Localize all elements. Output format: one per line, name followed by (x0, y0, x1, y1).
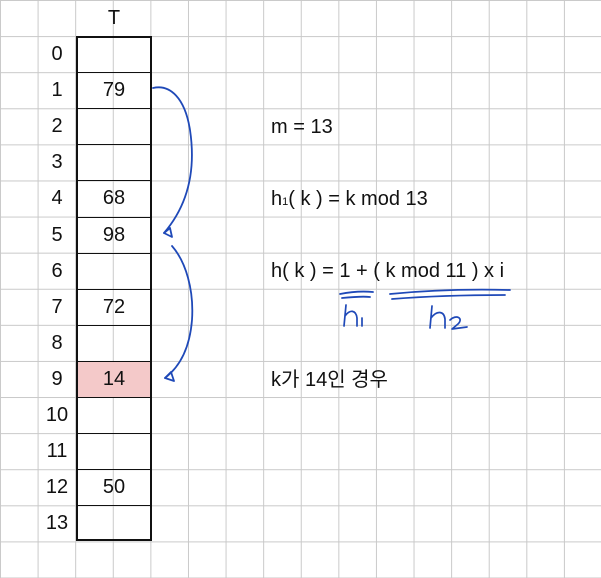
h1-rest: ( k ) = k mod 13 (288, 188, 428, 210)
h2-underline (389, 288, 511, 295)
slot-index: 5 (51, 223, 63, 246)
slot-index: 7 (51, 295, 63, 318)
slot-index: 6 (51, 259, 63, 282)
slot-index: 2 (51, 115, 63, 138)
slot-index: 0 (51, 43, 63, 65)
slot-value: 50 (102, 476, 126, 499)
slot-index: 13 (45, 512, 69, 535)
slot-value: 98 (102, 223, 126, 246)
slot-index: 9 (51, 367, 63, 390)
table-header: T (107, 7, 121, 29)
slot-divider (76, 397, 152, 398)
slot-divider (76, 72, 152, 74)
slot-divider (76, 144, 152, 146)
h2-handwriting (429, 305, 468, 330)
probe-arrowhead-1 (163, 227, 173, 238)
slot-divider (76, 288, 152, 290)
probe-arrowhead-2 (164, 371, 175, 382)
h1-underline-2 (341, 295, 371, 299)
slot-index: 8 (51, 331, 63, 354)
slot-index: 12 (45, 476, 69, 499)
h2-underline-2 (391, 294, 506, 300)
h1-handwriting (343, 304, 363, 327)
slot-divider (76, 360, 152, 362)
h1-formula: h1( k ) = k mod 13 (271, 185, 428, 216)
slot-divider (76, 252, 152, 254)
slot-divider (76, 216, 152, 218)
slot-divider (76, 433, 152, 435)
slot-value: 14 (76, 360, 152, 397)
slot-index: 1 (51, 79, 63, 102)
slot-index: 10 (45, 404, 69, 426)
h1-prefix: h (271, 188, 283, 210)
modulus-note: m = 13 (271, 116, 333, 138)
slot-index: 3 (51, 151, 63, 174)
slot-divider (76, 108, 152, 110)
probe-arrow-2 (164, 245, 194, 379)
case-note: k가 14인 경우 (271, 369, 388, 391)
slot-divider (76, 469, 152, 471)
slot-index: 4 (51, 187, 63, 210)
probe-arrow-1 (152, 86, 193, 234)
h1-subscript: 1 (282, 196, 289, 208)
slot-value: 79 (102, 79, 126, 102)
slot-divider (76, 324, 152, 326)
slot-value: 68 (102, 187, 126, 210)
double-hash-formula: h( k ) = 1 + ( k mod 11 ) x i (271, 260, 505, 282)
slot-divider (76, 180, 152, 182)
slot-index: 11 (46, 440, 68, 463)
slot-divider (76, 505, 152, 507)
slot-value: 72 (102, 295, 126, 318)
h1-underline (339, 290, 374, 295)
